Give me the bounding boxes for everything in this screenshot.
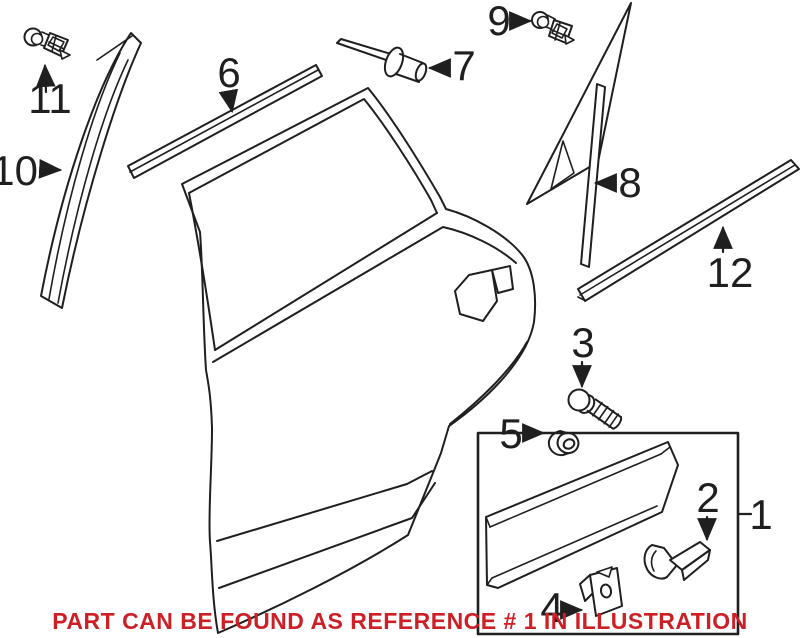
belt-line [212,226,517,363]
callout-9-label: 9 [487,0,510,44]
callout-11-arrow [35,63,56,94]
door-handle-pocket [454,269,498,322]
callout-11-label: 11 [28,75,72,122]
part-8-pillar-applique [526,2,632,268]
part-5-grommet [547,430,580,457]
callout-1-label: 1 [749,491,772,538]
callout-4-label: 4 [540,584,563,631]
part-4-clip [579,566,623,617]
window-frame-inner-left [188,192,216,351]
door-handle-grip [491,265,514,294]
window-sill-line [214,212,438,351]
window-frame-inner [188,98,438,214]
part-3-screw [567,388,623,430]
callout-7: 7 [427,42,476,89]
part-9-clip [531,11,575,45]
part-6-belt-molding [127,64,323,179]
callout-1: 1 [737,491,773,538]
callout-3-label: 3 [571,319,594,366]
callout-4: 4 [540,584,584,631]
callout-2-label: 2 [696,474,719,521]
callout-6-arrow [218,88,239,114]
part-2-bracket [643,541,711,581]
wheel-arch-inner-line [449,341,528,425]
callout-6: 6 [217,49,241,114]
door-outline [181,87,537,634]
door-illustration [181,87,537,634]
part-7-rivet [336,38,428,83]
part-1-door-molding [485,441,679,589]
callout-8-label: 8 [618,159,641,206]
part-1-box [476,431,740,636]
callout-7-label: 7 [452,42,475,89]
callout-5: 5 [499,410,546,457]
callout-9: 9 [487,0,533,44]
callout-10-arrow [38,158,63,179]
part-10-pillar-applique [40,32,142,309]
callout-10-label: 10 [0,147,38,194]
callout-8: 8 [593,159,642,206]
callout-12-label: 12 [707,249,754,296]
part-12-belt-molding [577,159,800,302]
callout-3: 3 [571,319,595,389]
part-11-clip [23,27,71,60]
callout-11: 11 [28,63,72,122]
lower-crease-line-lower [218,482,436,589]
callout-6-label: 6 [217,49,240,96]
reference-note: PART CAN BE FOUND AS REFERENCE # 1 IN IL… [52,608,747,634]
callout-12: 12 [707,225,754,296]
callout-5-label: 5 [499,410,522,457]
lower-crease-line-upper [216,470,433,542]
callout-2: 2 [696,474,720,542]
callout-10: 10 [0,147,63,194]
